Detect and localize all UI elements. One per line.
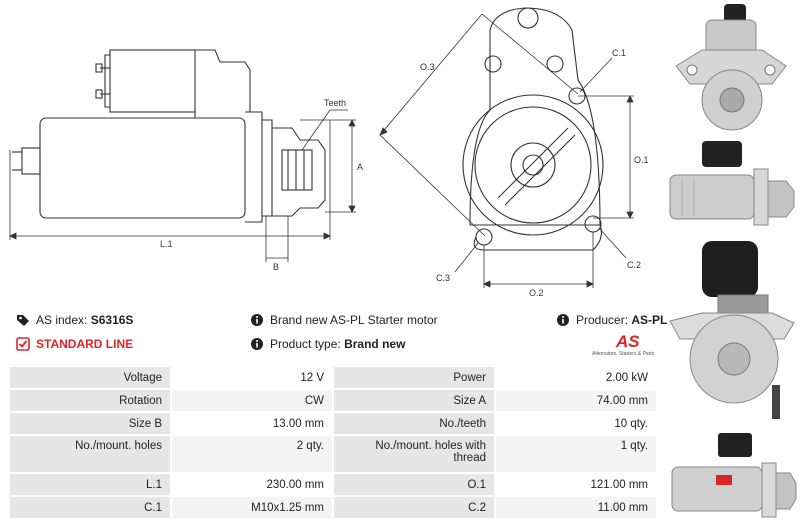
- spec-value: 13.00 mm: [172, 413, 332, 434]
- as-pl-logo: AS Alternators, Starters & Parts: [592, 332, 660, 360]
- standard-line: STANDARD LINE: [16, 337, 133, 351]
- spec-key: Voltage: [10, 367, 170, 388]
- label-o1: O.1: [634, 155, 649, 165]
- spec-key: L.1: [10, 474, 170, 495]
- front-view: [462, 7, 604, 251]
- label-o3: O.3: [420, 62, 435, 72]
- spec-value: M10x1.25 mm: [172, 497, 332, 518]
- label-teeth: Teeth: [324, 98, 346, 108]
- table-row: Voltage 12 V Power 2.00 kW: [10, 367, 656, 388]
- spec-key: C.1: [10, 497, 170, 518]
- product-type: Product type: Brand new: [250, 337, 405, 351]
- producer: Producer: AS-PL: [556, 313, 667, 327]
- info-icon: [557, 314, 569, 326]
- label-b: B: [273, 262, 279, 272]
- description-text: Brand new AS-PL Starter motor: [270, 313, 438, 327]
- tag-icon: [17, 315, 29, 326]
- description: Brand new AS-PL Starter motor: [250, 313, 438, 327]
- spec-value: 11.00 mm: [496, 497, 656, 518]
- spec-key: Size B: [10, 413, 170, 434]
- spec-value: 74.00 mm: [496, 390, 656, 411]
- spec-value: 2.00 kW: [496, 367, 656, 388]
- side-view-dimensions: [9, 109, 356, 262]
- logo-tagline: Alternators, Starters & Parts: [592, 351, 655, 357]
- technical-drawing: Teeth A L.1 B O.3 C.1 O.1 C.3 C.2 O.2: [9, 7, 649, 298]
- spec-key: Power: [334, 367, 494, 388]
- spec-key: No./mount. holes with thread: [334, 436, 494, 472]
- label-o2: O.2: [529, 288, 544, 298]
- producer-value: AS-PL: [631, 313, 668, 327]
- spec-key: C.2: [334, 497, 494, 518]
- spec-key: No./mount. holes: [10, 436, 170, 472]
- spec-value: 121.00 mm: [496, 474, 656, 495]
- logo-mark: AS: [616, 332, 640, 351]
- as-index: AS index: S6316S: [16, 313, 133, 327]
- label-c2: C.2: [627, 260, 641, 270]
- photo-front[interactable]: [662, 0, 800, 135]
- spec-value: 10 qty.: [496, 413, 656, 434]
- table-row: No./mount. holes 2 qty. No./mount. holes…: [10, 436, 656, 472]
- label-c3: C.3: [436, 273, 450, 283]
- photo-side[interactable]: [662, 135, 800, 235]
- label-c1: C.1: [612, 48, 626, 58]
- info-icon: [251, 314, 263, 326]
- spec-key: O.1: [334, 474, 494, 495]
- label-l1: L.1: [160, 239, 173, 249]
- table-row: C.1 M10x1.25 mm C.2 11.00 mm: [10, 497, 656, 518]
- spec-key: Size A: [334, 390, 494, 411]
- table-row: Rotation CW Size A 74.00 mm: [10, 390, 656, 411]
- info-icon: [251, 338, 263, 350]
- photo-rear[interactable]: [662, 235, 800, 425]
- standard-line-label: STANDARD LINE: [36, 337, 134, 351]
- side-view: [12, 49, 326, 223]
- spec-value: 2 qty.: [172, 436, 332, 472]
- spec-value: 1 qty.: [496, 436, 656, 472]
- table-row: L.1 230.00 mm O.1 121.00 mm: [10, 474, 656, 495]
- spec-key: Rotation: [10, 390, 170, 411]
- product-type-label: Product type:: [270, 337, 341, 351]
- spec-value: 12 V: [172, 367, 332, 388]
- producer-label: Producer:: [576, 313, 629, 327]
- spec-table: Voltage 12 V Power 2.00 kW Rotation CW S…: [8, 365, 658, 520]
- front-view-dimensions: [379, 13, 634, 288]
- product-type-value: Brand new: [344, 337, 406, 351]
- table-row: Size B 13.00 mm No./teeth 10 qty.: [10, 413, 656, 434]
- as-index-label: AS index:: [36, 313, 88, 327]
- product-photos: [662, 0, 800, 528]
- spec-value: CW: [172, 390, 332, 411]
- spec-value: 230.00 mm: [172, 474, 332, 495]
- photo-side-2[interactable]: [662, 425, 800, 528]
- spec-key: No./teeth: [334, 413, 494, 434]
- label-a: A: [357, 162, 363, 172]
- as-index-value: S6316S: [90, 313, 134, 327]
- checkbox-checked-icon: [16, 337, 30, 351]
